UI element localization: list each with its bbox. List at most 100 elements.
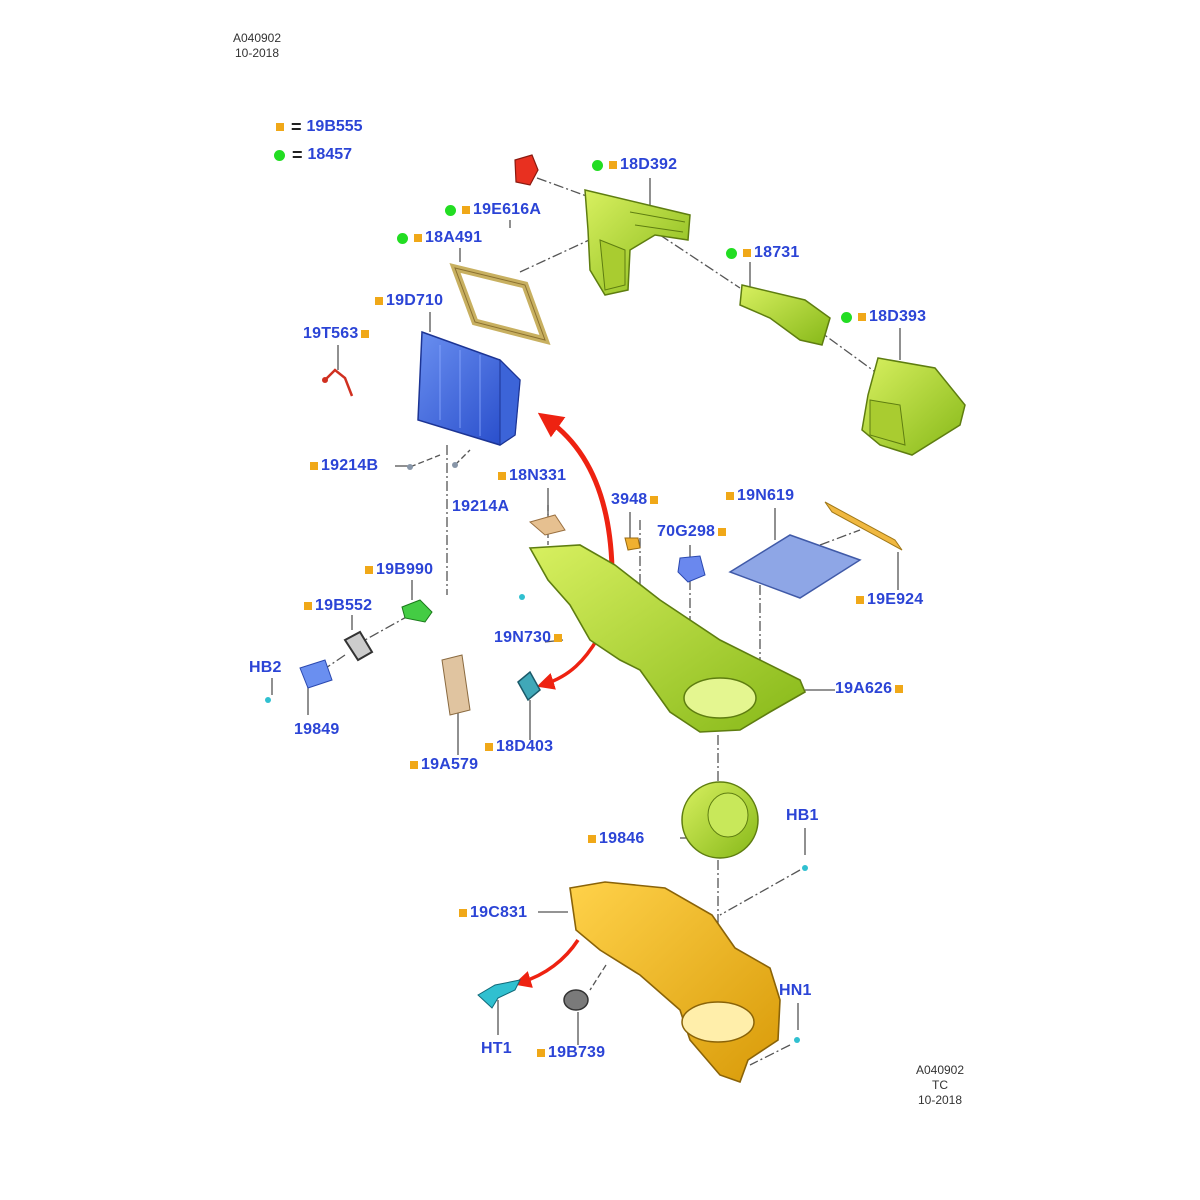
square-marker-icon [459,909,467,917]
callout-19a626: 19A626 [835,680,906,698]
callout-19t563: 19T563 [303,325,372,343]
part-number-label: 18A491 [425,229,483,246]
square-marker-icon [365,566,373,574]
square-marker-icon [276,123,284,131]
part-19a579 [441,654,471,716]
part-ht1 [477,979,521,1009]
header-stamp: A040902 10-2018 [222,31,292,61]
square-marker-icon [537,1049,545,1057]
square-marker-icon [485,743,493,751]
callout-hn1: HN1 [779,982,812,1000]
callout-3948: 3948 [611,491,661,509]
part-number-label: 18D393 [869,308,927,325]
part-19b552-connector [343,630,374,662]
square-marker-icon [588,835,596,843]
callout-19846: 19846 [585,830,645,848]
callout-19b739: 19B739 [534,1044,605,1062]
part-70g298-actuator [677,555,706,583]
square-marker-icon [304,602,312,610]
callout-18731: 18731 [723,244,800,262]
callout-19a579: 19A579 [407,756,478,774]
callout-ht1: HT1 [481,1040,512,1058]
callout-19n619: 19N619 [723,487,794,505]
callout-19e616a: 19E616A [442,201,541,219]
part-18d393-duct [861,357,966,456]
part-number-label: 3948 [611,491,648,508]
part-number-label: 19N619 [737,487,795,504]
callout-18n331: 18N331 [495,467,566,485]
dot-marker-icon [726,247,737,259]
part-19t563-sensor [322,368,354,397]
part-number-label: 19E924 [867,591,924,608]
square-marker-icon [498,472,506,480]
callout-19n730: 19N730 [494,629,565,647]
part-number-label: 19T563 [303,325,359,342]
part-number-label: 70G298 [657,523,716,540]
callout-18d403: 18D403 [482,738,553,756]
screws [407,462,458,470]
part-19d710-evaporator [417,330,521,446]
square-marker-icon [856,596,864,604]
square-marker-icon [650,496,659,504]
part-18a491-seal [449,263,551,346]
callout-70g298: 70G298 [657,523,729,541]
part-number-label: 19214B [321,457,379,474]
square-marker-icon [361,330,370,338]
part-19b990-actuator [401,599,433,623]
part-number-label: 19A579 [421,756,479,773]
footer-sub: TC [932,1078,948,1092]
part-number-label: 19846 [599,830,645,847]
callout-18d393: 18D393 [838,308,926,326]
square-marker-icon [375,297,383,305]
part-number-label: HB2 [249,659,282,676]
part-19b739 [563,989,589,1011]
part-3948-clip [624,537,641,551]
header-date: 10-2018 [234,46,280,60]
square-marker-icon [609,161,617,169]
callout-19214a: 19214A [452,498,509,516]
part-number-label: 19C831 [470,904,528,921]
part-number-label: HB1 [786,807,819,824]
legend-label: 18457 [307,146,353,163]
callout-19e924: 19E924 [853,591,923,609]
legend-item-square: = 19B555 [276,118,363,136]
part-19846-blower [681,781,759,859]
callout-hb1: HB1 [786,807,819,825]
direction-arrows [513,412,615,988]
part-hn1-screw [794,1037,800,1043]
header-code: A040902 [232,31,282,45]
dot-marker-icon [397,232,408,244]
callout-19c831: 19C831 [456,904,527,922]
part-number-label: 19849 [294,721,340,738]
callout-19b990: 19B990 [362,561,433,579]
part-number-label: 19B552 [315,597,373,614]
part-number-label: HT1 [481,1040,512,1057]
part-18n331-bracket [528,514,566,536]
callout-19849: 19849 [294,721,340,739]
part-19e616a-actuator [514,154,539,186]
part-18d392-duct [584,189,691,296]
footer-date: 10-2018 [917,1093,963,1107]
footer-code: A040902 [915,1063,965,1077]
part-hb1-screw [802,865,808,871]
dot-marker-icon [592,159,603,171]
legend-label: 19B555 [306,118,363,135]
dot-marker-icon [841,311,852,323]
part-number-label: 19B990 [376,561,434,578]
part-number-label: HN1 [779,982,812,999]
part-number-label: 19A626 [835,680,893,697]
dot-marker-icon [445,204,456,216]
footer-stamp: A040902 TC 10-2018 [905,1063,975,1108]
part-number-label: 18N331 [509,467,567,484]
part-number-label: 18731 [754,244,800,261]
callout-18d392: 18D392 [589,156,677,174]
part-19n619-filter [728,534,862,599]
part-19e924-strip [824,501,903,551]
callout-hb2: HB2 [249,659,282,677]
callout-19b552: 19B552 [301,597,372,615]
square-marker-icon [410,761,418,769]
part-number-label: 19214A [452,498,510,515]
square-marker-icon [895,685,904,693]
